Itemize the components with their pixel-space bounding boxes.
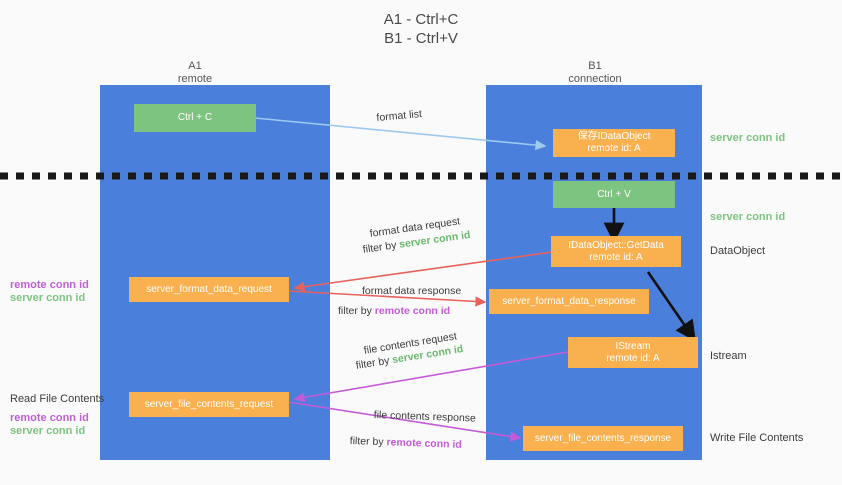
box-server-format-data-response[interactable]: server_format_data_response [489, 289, 649, 314]
box-istream[interactable]: IStream remote id: A [568, 337, 698, 368]
filter-value-remote-conn-id: remote conn id [386, 436, 462, 451]
box-server-file-contents-request[interactable]: server_file_contents_request [129, 392, 289, 417]
column-header-a1: A1 remote [177, 60, 213, 85]
filter-prefix: filter by [362, 238, 401, 256]
box-server-file-contents-response[interactable]: server_file_contents_response [523, 426, 683, 451]
edge-label-format-data-response-filter: filter by remote conn id [338, 305, 450, 318]
label-remote-conn-id-1: remote conn id [10, 279, 89, 291]
label-remote-conn-id-2: remote conn id [10, 412, 89, 424]
edge-label-file-contents-response-filter: filter by remote conn id [350, 435, 462, 452]
label-server-conn-id-top: server conn id [710, 132, 786, 144]
diagram-title: A1 - Ctrl+C B1 - Ctrl+V [383, 11, 459, 47]
box-ctrl-v[interactable]: Ctrl + V [553, 181, 675, 208]
label-server-conn-id-mid: server conn id [710, 211, 786, 223]
box-server-format-data-request[interactable]: server_format_data_request [129, 277, 289, 302]
edge-label-format-list: format list [376, 108, 423, 124]
label-read-file-contents: Read File Contents [10, 393, 105, 405]
column-header-b1: B1 connection [568, 60, 622, 85]
box-ctrl-c[interactable]: Ctrl + C [134, 104, 256, 132]
box-idataobject-getdata[interactable]: IDataObject::GetData remote id: A [551, 236, 681, 267]
filter-prefix: filter by [338, 305, 375, 317]
box-save-dataobject[interactable]: 保存IDataObject remote id: A [553, 129, 675, 157]
label-server-conn-id-2: server conn id [10, 425, 86, 437]
label-dataobject: DataObject [710, 245, 766, 257]
label-write-file-contents: Write File Contents [710, 432, 804, 444]
filter-value-remote-conn-id: remote conn id [374, 305, 451, 317]
filter-prefix: filter by [355, 354, 394, 372]
edge-label-format-data-response: format data response [362, 285, 462, 297]
label-server-conn-id-1: server conn id [10, 292, 86, 304]
label-istream: Istream [710, 350, 747, 362]
edge-label-file-contents-response: file contents response [373, 409, 477, 425]
filter-prefix: filter by [349, 435, 387, 449]
